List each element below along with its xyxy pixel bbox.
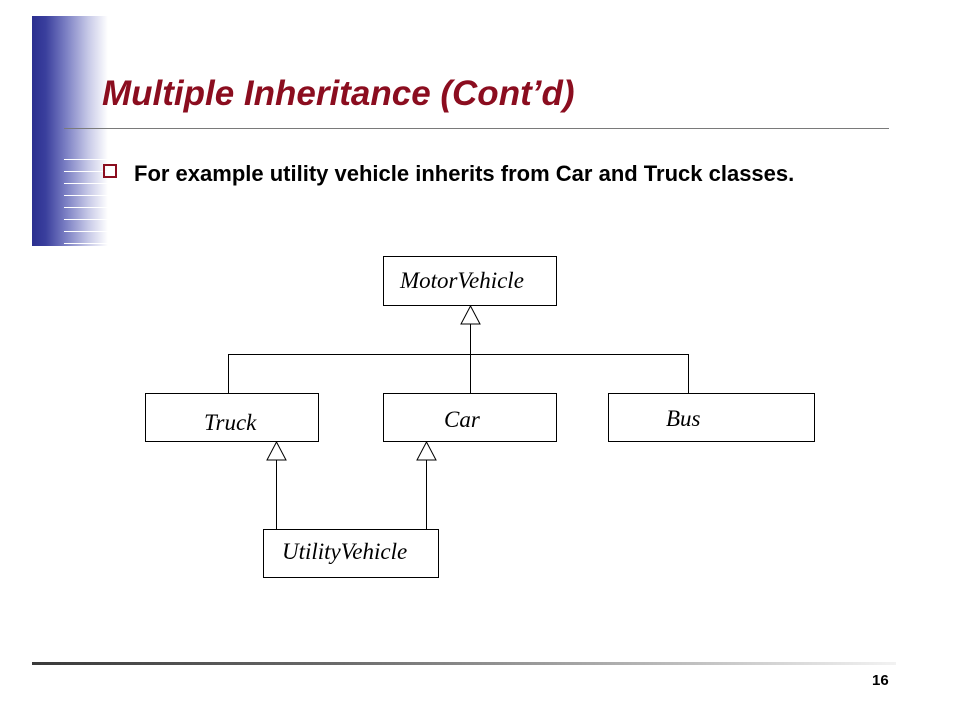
decorative-side-lines xyxy=(64,148,108,244)
connector-shared-bus-line xyxy=(228,354,689,393)
class-box-motorvehicle xyxy=(383,256,557,306)
bullet-text: For example utility vehicle inherits fro… xyxy=(134,161,795,186)
class-name-bus: Bus xyxy=(666,406,701,431)
class-box-utilityvehicle xyxy=(263,529,439,578)
class-box-car xyxy=(383,393,557,442)
class-box-bus xyxy=(608,393,815,442)
class-name-motorvehicle: MotorVehicle xyxy=(399,268,524,293)
title-divider xyxy=(64,128,889,129)
inheritance-arrow-truck xyxy=(266,440,287,461)
inheritance-arrow-car xyxy=(416,440,437,461)
inheritance-arrow-motorvehicle xyxy=(460,304,481,325)
class-name-truck: Truck xyxy=(204,410,257,435)
class-box-truck xyxy=(145,393,319,442)
checkbox-bullet-icon xyxy=(103,164,117,178)
slide-title: Multiple Inheritance (Cont’d) xyxy=(102,74,575,113)
class-name-car: Car xyxy=(444,407,481,432)
footer-divider xyxy=(32,662,896,665)
page-number: 16 xyxy=(872,672,889,689)
class-name-utilityvehicle: UtilityVehicle xyxy=(282,539,407,564)
